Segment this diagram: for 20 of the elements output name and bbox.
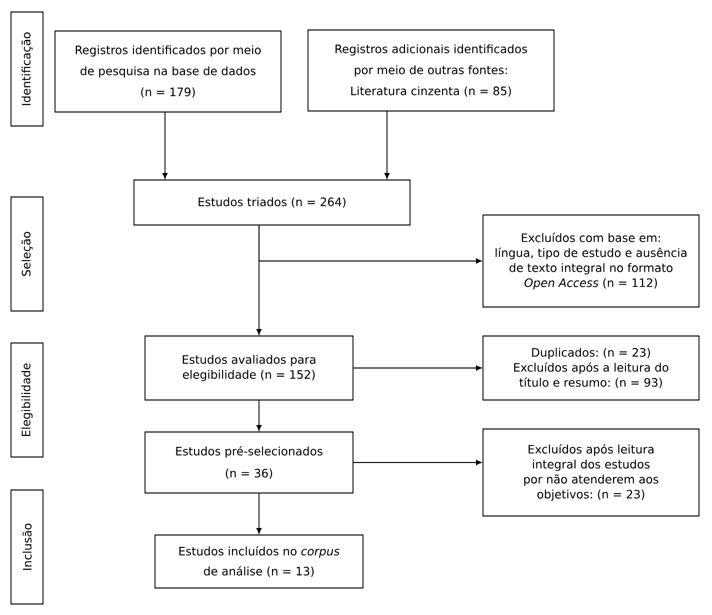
process-box: Estudos pré-selecionados (n = 36) xyxy=(144,432,354,494)
arrow xyxy=(256,492,262,534)
process-box: Estudos triados (n = 264) xyxy=(134,180,410,226)
arrow xyxy=(256,400,262,431)
stage-label: Inclusão xyxy=(10,490,44,604)
arrow xyxy=(352,460,482,466)
process-box: Estudos incluídos no corpus de análise (n = 13) xyxy=(154,534,364,588)
stage-label: Identificação xyxy=(10,12,44,126)
arrow xyxy=(162,112,168,179)
process-box: Estudos avaliados para elegibilidade (n = 152) xyxy=(144,336,354,400)
arrow xyxy=(352,365,482,371)
stage-label: Seleção xyxy=(10,196,44,312)
arrow xyxy=(258,224,482,264)
note-box: Excluídos após leitura integral dos estudos por não atenderem aos objetivos: (n = 23) xyxy=(482,428,700,516)
note-box: Duplicados: (n = 23) Excluídos após a leitura do título e resumo: (n = 93) xyxy=(482,336,700,400)
arrow xyxy=(384,110,390,179)
process-box: Registros adicionais identificados por meio de outras fontes: Literatura cinzenta (n = 85) xyxy=(308,30,554,112)
stage-label: Elegibilidade xyxy=(10,342,44,458)
process-box: Registros identificados por meio de pesquisa na base de dados (n = 179) xyxy=(54,30,282,112)
note-box: Excluídos com base em: língua, tipo de estudo e ausência de texto integral no formato Open Access (n = 112) xyxy=(482,214,700,308)
